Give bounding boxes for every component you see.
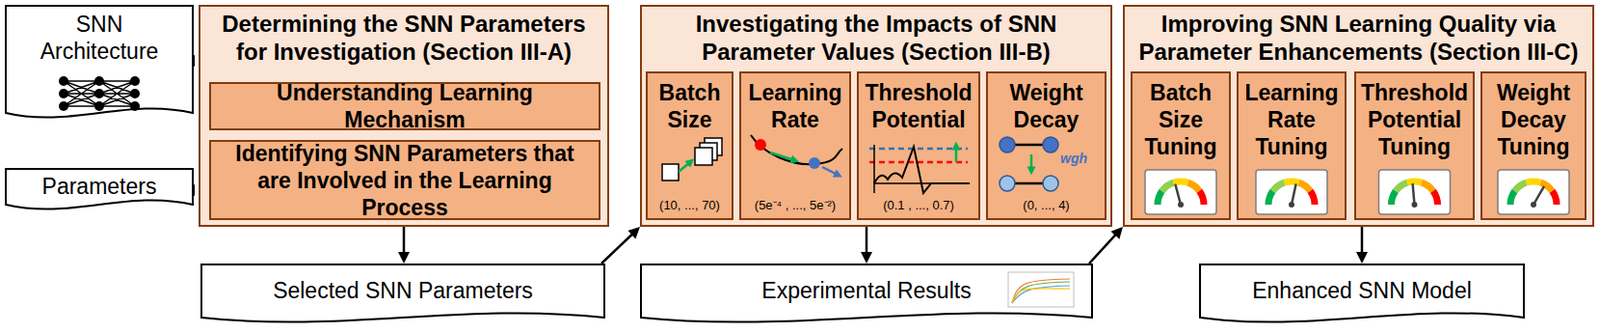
flow-arrow	[1089, 232, 1119, 264]
box-label: Understanding Learning Mechanism	[211, 79, 599, 134]
gauge-icon	[1497, 169, 1570, 214]
neuron	[58, 101, 69, 111]
blue-dot	[808, 157, 821, 169]
threshold-icon	[869, 144, 970, 193]
step-box: Identifying SNN Parameters that are Invo…	[209, 139, 601, 220]
box-label: SNN Architecture	[26, 10, 172, 65]
gauge-dial	[1497, 169, 1570, 214]
box-label: Threshold Potential Tuning	[1356, 73, 1473, 160]
gauge-icon	[1145, 169, 1217, 214]
blue-threshold	[869, 147, 968, 151]
range-label: (0.1 , ..., 0.7)	[882, 197, 955, 214]
neuron	[1042, 136, 1059, 153]
neuron	[999, 175, 1015, 191]
green-arrow	[678, 161, 691, 172]
network-icon	[58, 76, 140, 111]
document-shape	[5, 168, 193, 210]
results-thumbnail	[1008, 271, 1074, 307]
range-label: (0, ..., 4)	[1022, 197, 1069, 214]
range-label: (5e⁻⁴ , ..., 5e⁻²)	[754, 197, 836, 214]
box-label: Batch Size Tuning	[1132, 73, 1229, 160]
output-document: Enhanced SNN Model	[1199, 263, 1525, 325]
output-document: Selected SNN Parameters	[200, 263, 606, 325]
box-label: Selected SNN Parameters	[272, 276, 534, 304]
flow-arrow	[601, 232, 635, 264]
batch-square	[694, 147, 713, 165]
gauge-dial	[1379, 169, 1451, 214]
panel-title: Improving SNN Learning Quality via Param…	[1124, 6, 1593, 66]
green-arrow	[955, 146, 959, 162]
gauge-icon	[1379, 169, 1451, 214]
document-shape	[201, 264, 605, 322]
box-label: Learning Rate	[741, 73, 850, 134]
box-label: Parameters	[42, 172, 158, 200]
box-label: Batch Size	[647, 73, 732, 134]
document-shape	[5, 5, 193, 118]
blue-arrow	[822, 166, 838, 175]
panel-title: Determining the SNN Parameters for Inves…	[200, 6, 608, 66]
gauge-hub	[1177, 201, 1184, 208]
neuron	[94, 101, 105, 111]
batch-icon	[662, 137, 722, 181]
parameter-box: Threshold Potential (0.1 , ..., 0.7)	[856, 71, 981, 220]
panel-title: Investigating the Impacts of SNN Paramet…	[641, 6, 1111, 66]
axes	[874, 144, 970, 193]
gauge-hub	[1288, 201, 1295, 208]
range-label: (10, ..., 70)	[659, 197, 720, 214]
gauge-dial	[1255, 169, 1328, 214]
neuron	[1042, 175, 1059, 191]
neuron	[130, 76, 140, 86]
red-threshold	[869, 160, 968, 164]
gauge-hub	[1412, 201, 1418, 208]
document-shape	[640, 264, 1093, 322]
step-box: Understanding Learning Mechanism	[209, 81, 601, 131]
document-shape	[1200, 264, 1524, 322]
gauge-icon	[1255, 169, 1328, 214]
green-arrow	[770, 152, 795, 160]
neuron	[999, 136, 1015, 153]
sample-square	[662, 163, 679, 181]
box-label: Threshold Potential	[858, 73, 979, 134]
flow-arrow	[1360, 226, 1364, 256]
gauge-dial	[1145, 169, 1217, 214]
plot-line	[1012, 285, 1070, 303]
box-label: Learning Rate Tuning	[1238, 73, 1345, 160]
neuron	[58, 76, 69, 86]
input-document: Parameters	[4, 167, 194, 213]
gauge-needle	[1291, 185, 1296, 206]
thumbnail-frame	[1008, 271, 1074, 307]
flow-arrow	[865, 226, 869, 256]
neuron	[94, 88, 105, 99]
weight-label: wgh	[1060, 150, 1088, 166]
neuron	[94, 76, 105, 86]
learning-rate-icon	[750, 134, 843, 175]
plot-line	[1012, 288, 1070, 303]
weight-decay-icon	[999, 136, 1059, 191]
neuron	[130, 88, 140, 99]
box-label: Identifying SNN Parameters that are Invo…	[211, 139, 599, 221]
loss-curve	[750, 134, 843, 164]
gauge-hub	[1530, 201, 1537, 208]
box-label: Enhanced SNN Model	[1252, 276, 1472, 304]
gauge-needle	[1175, 185, 1181, 205]
red-dot	[754, 138, 767, 151]
green-arrow	[1030, 154, 1034, 170]
box-label: Weight Decay Tuning	[1482, 73, 1585, 160]
box-label: Weight Decay	[987, 73, 1105, 134]
stage-panel: Determining the SNN Parameters for Inves…	[198, 4, 610, 227]
neuron	[130, 101, 140, 111]
membrane-potential	[874, 146, 970, 193]
plot-line	[1012, 281, 1070, 303]
flow-arrow	[402, 226, 406, 256]
gauge-needle	[1413, 184, 1415, 205]
gauge-needle	[1533, 186, 1545, 205]
plot-line	[1012, 278, 1070, 303]
stage-panel: Investigating the Impacts of SNN Paramet…	[640, 4, 1113, 227]
neuron	[58, 88, 69, 99]
box-label: Experimental Results	[761, 276, 971, 304]
